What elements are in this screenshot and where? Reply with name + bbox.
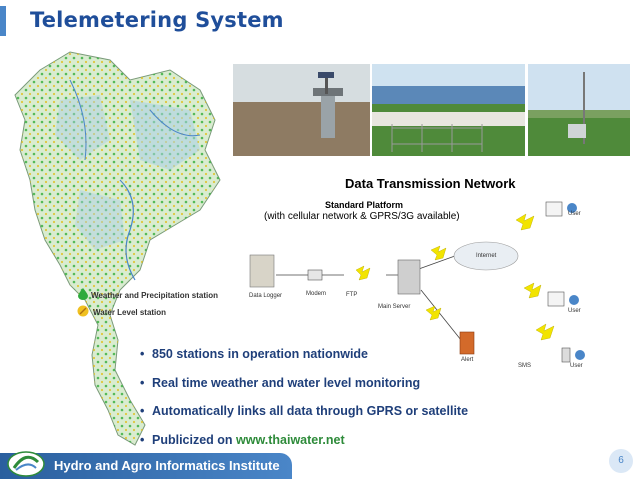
thaiwater-link[interactable]: www.thaiwater.net (236, 432, 345, 447)
alert-server-icon (459, 331, 475, 355)
slide-title: Telemetering System (30, 8, 284, 32)
weather-station-icon (78, 288, 88, 300)
mast-station-photo (528, 64, 630, 156)
user-label-3: User (570, 363, 583, 369)
mobile-phone-icon (561, 347, 571, 363)
feature-item: •Publicized on www.thaiwater.net (140, 432, 345, 447)
water-level-station-icon (77, 305, 89, 317)
fenced-station-photo (372, 64, 525, 156)
platform-label: Standard Platform (325, 200, 404, 210)
internet-cloud-icon (453, 241, 519, 271)
user-avatar-icon (569, 295, 579, 305)
legend-weather-label: Weather and Precipitation station (91, 291, 218, 300)
feature-item: •850 stations in operation nationwide (140, 347, 369, 361)
thailand-station-map (14, 51, 221, 446)
modem-label: Modem (306, 291, 327, 297)
title-accent-bar (0, 6, 6, 36)
network-title: Data Transmission Network (345, 176, 516, 191)
modem-icon (307, 269, 323, 281)
internet-label: Internet (476, 253, 497, 259)
sms-label: SMS (518, 363, 532, 369)
user-label-2: User (568, 308, 581, 314)
data-logger-icon (249, 254, 275, 288)
alert-label: Alert (461, 357, 474, 363)
data-logger-label: Data Logger (249, 293, 283, 299)
user-avatar-icon (575, 350, 585, 360)
page-number: 6 (609, 449, 633, 473)
user-computer-icon (545, 201, 563, 217)
institute-logo-icon (7, 451, 45, 477)
legend-water-label: Water Level station (93, 308, 167, 317)
user-avatar-icon (567, 203, 577, 213)
footer-org-name: Hydro and Agro Informatics Institute (54, 458, 280, 473)
user-laptop-icon (547, 291, 565, 307)
feature-item: •Automatically links all data through GP… (140, 404, 469, 418)
platform-note: (with cellular network & GPRS/3G availab… (264, 211, 460, 222)
river-station-photo (233, 64, 370, 156)
network-diagram (249, 201, 585, 363)
feature-item: •Real time weather and water level monit… (140, 375, 421, 390)
feature-list: •850 stations in operation nationwide •R… (140, 344, 468, 458)
ftp-label: FTP (346, 292, 358, 298)
main-server-label: Main Server (378, 304, 411, 310)
user-label-1: User (568, 211, 581, 217)
footer-band (0, 453, 292, 479)
server-icon (397, 259, 421, 295)
